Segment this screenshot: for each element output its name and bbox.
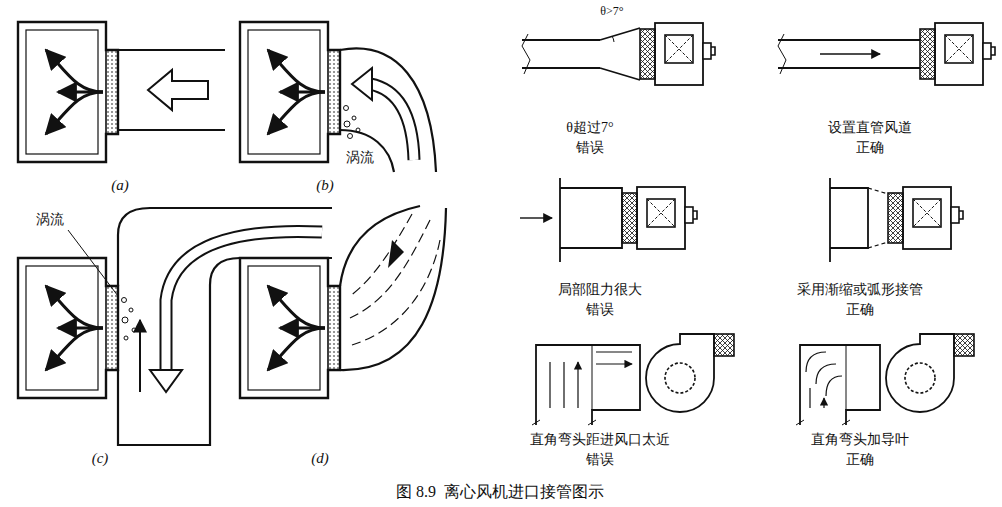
flow-arrow bbox=[370, 84, 414, 160]
annotation-label: 直角弯头距进风口太近 bbox=[530, 432, 670, 447]
annotation-label: θ超过7° bbox=[566, 120, 613, 135]
fan-housing bbox=[18, 258, 118, 398]
flow-arrow bbox=[166, 231, 322, 372]
leader-line bbox=[68, 230, 118, 296]
fan-housing bbox=[18, 22, 118, 162]
flow-arrow-head bbox=[150, 370, 182, 392]
figure-caption: 图 8.9 离心风机进口接管图示 bbox=[396, 483, 604, 501]
return-flow bbox=[139, 320, 141, 392]
annotation-label: 错误 bbox=[576, 140, 604, 155]
fan-housing bbox=[240, 22, 340, 162]
curved-duct bbox=[340, 49, 436, 172]
annotation-label: 设置直管风道 bbox=[828, 120, 912, 135]
eddy-marks bbox=[344, 106, 361, 139]
annotation-label: 正确 bbox=[856, 140, 884, 155]
elbow-near-inlet-wrong bbox=[532, 334, 734, 425]
smooth-elbow-duct bbox=[340, 206, 446, 370]
annotation-label: 错误 bbox=[586, 452, 614, 467]
annotation-label: 涡流 bbox=[36, 212, 64, 227]
annotation-label: 直角弯头加导叶 bbox=[811, 432, 909, 447]
flow-lines bbox=[350, 214, 440, 345]
figure-letter: (a) bbox=[111, 177, 129, 194]
annotation-label: 局部阻力很大 bbox=[558, 282, 642, 297]
figure-letter: (b) bbox=[316, 177, 334, 194]
elbow-with-vanes-right bbox=[796, 334, 974, 425]
annotation-label: 正确 bbox=[846, 452, 874, 467]
flow-arrow bbox=[148, 70, 208, 110]
flow-arrow-head bbox=[352, 68, 372, 100]
figure-letter: (d) bbox=[311, 450, 329, 467]
annotation-label: 正确 bbox=[846, 302, 874, 317]
annotation-label: θ>7° bbox=[600, 5, 623, 18]
figure-letter: (c) bbox=[92, 450, 109, 467]
annotation-label: 错误 bbox=[586, 302, 614, 317]
flow-arrow-head bbox=[388, 240, 404, 268]
diffuser-wrong bbox=[522, 23, 715, 85]
straight-duct-right bbox=[778, 23, 995, 85]
straight-duct bbox=[118, 50, 225, 130]
tapered-plenum-right bbox=[830, 178, 963, 262]
annotation-label: 涡流 bbox=[346, 150, 374, 165]
fan-housing bbox=[240, 258, 340, 398]
annotation-label: 采用渐缩或弧形接管 bbox=[797, 282, 923, 297]
abrupt-plenum-wrong bbox=[520, 178, 697, 262]
eddy-marks bbox=[122, 298, 137, 341]
